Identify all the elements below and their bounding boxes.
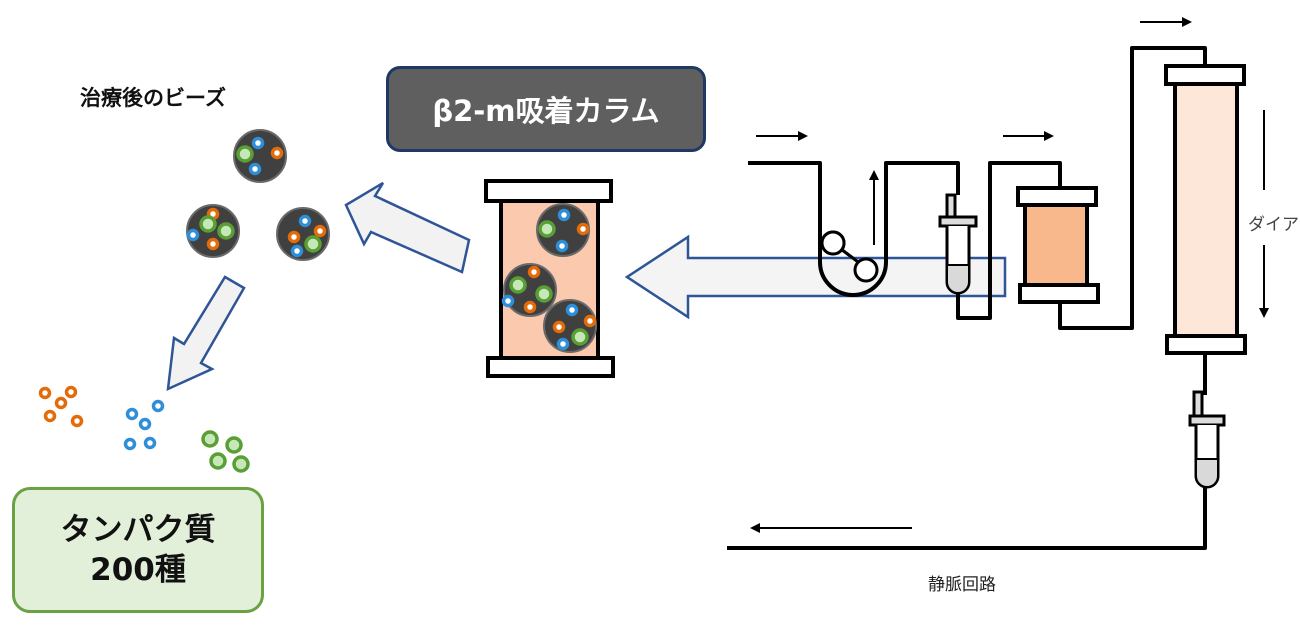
blood-circuit-tubing — [727, 46, 1207, 550]
protein-blue — [556, 337, 570, 351]
block-arrow-to-proteins — [166, 275, 246, 392]
protein-green — [225, 436, 243, 454]
arterial-drip-chamber — [938, 163, 992, 318]
protein-blue — [557, 208, 571, 222]
protein-orange — [552, 320, 566, 334]
protein-green — [538, 220, 556, 238]
protein-orange — [313, 224, 327, 238]
bead — [501, 263, 557, 317]
protein-green — [535, 285, 553, 303]
protein-blue — [125, 407, 139, 421]
protein-blue — [248, 162, 262, 176]
venous-circuit-label: 静脈回路 — [928, 575, 996, 595]
block-arrow-to-column — [624, 234, 1007, 320]
protein-orange — [38, 386, 52, 400]
protein-blue — [251, 136, 265, 150]
protein-green — [571, 328, 589, 346]
protein-blue — [151, 399, 165, 413]
dialyzer — [1164, 64, 1247, 355]
protein-orange — [270, 146, 284, 160]
protein-orange — [583, 314, 597, 328]
protein-blue — [298, 214, 312, 228]
beads-after-treatment-title: 治療後のビーズ — [80, 86, 226, 110]
protein-orange — [576, 222, 590, 236]
protein-blue — [555, 239, 569, 253]
protein-green — [199, 215, 217, 233]
protein-blue — [143, 436, 157, 450]
protein-green — [217, 222, 235, 240]
protein-blue — [501, 294, 515, 308]
bead — [233, 129, 287, 183]
pump-overlay — [818, 230, 888, 297]
protein-orange — [287, 230, 301, 244]
protein-blue — [290, 244, 304, 258]
protein-orange — [64, 385, 78, 399]
protein-line2: 200種 — [90, 552, 186, 588]
green-protein-cluster — [201, 430, 250, 473]
protein-green — [509, 276, 527, 294]
dialysate-label: ダイア — [1248, 215, 1299, 235]
protein-line1: タンパク質 — [60, 512, 216, 548]
protein-green — [209, 452, 227, 470]
protein-blue — [123, 437, 137, 451]
block-arrow-to-beads — [344, 181, 471, 274]
protein-green — [201, 430, 219, 448]
adsorber-column — [1016, 186, 1100, 304]
protein-orange — [70, 414, 84, 428]
bead — [186, 204, 240, 258]
blue-protein-cluster — [123, 399, 165, 451]
protein-green — [236, 145, 254, 163]
protein-count-box: タンパク質 200種 — [12, 487, 264, 613]
venous-drip-chamber — [1188, 390, 1226, 489]
beads-group — [186, 129, 597, 353]
column-name-label: β2-m吸着カラム — [386, 66, 706, 152]
bead — [536, 203, 590, 257]
protein-green — [232, 455, 250, 473]
protein-orange — [54, 396, 68, 410]
column-name-text: β2-m吸着カラム — [432, 94, 660, 128]
protein-orange — [206, 237, 220, 251]
protein-blue — [138, 417, 152, 431]
protein-orange — [523, 300, 537, 314]
bead — [543, 299, 597, 353]
protein-green — [304, 235, 322, 253]
bead — [276, 207, 330, 261]
protein-blue — [565, 303, 579, 317]
free-proteins-group — [38, 385, 250, 473]
protein-orange — [43, 409, 57, 423]
orange-protein-cluster — [38, 385, 84, 428]
protein-orange — [527, 265, 541, 279]
protein-blue — [186, 228, 200, 242]
